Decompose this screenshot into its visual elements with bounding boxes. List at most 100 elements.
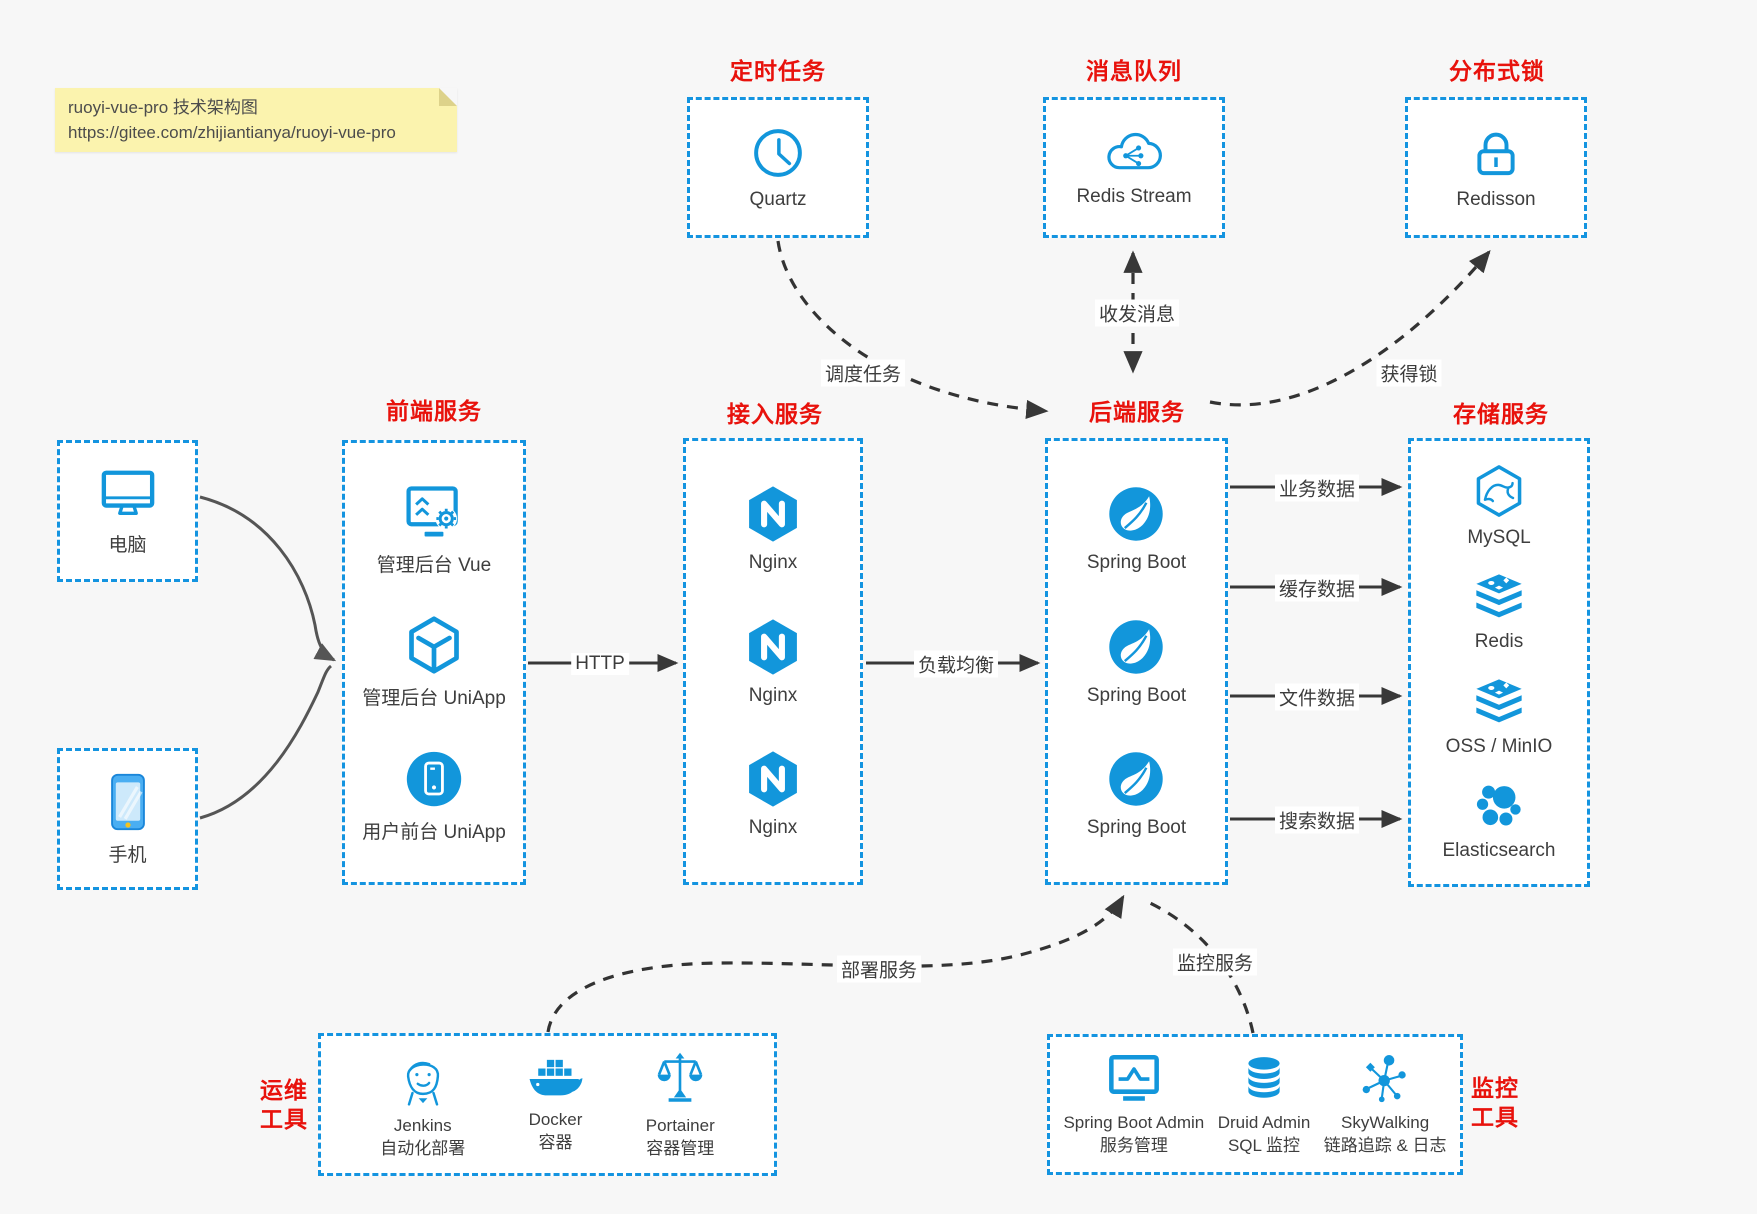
edge-label-business-data: 业务数据 bbox=[1274, 474, 1360, 502]
node-user-uniapp: 用户前台 UniApp bbox=[362, 749, 506, 844]
admin-vue-icon bbox=[406, 485, 458, 536]
node-label-line2: 服务管理 bbox=[1099, 1136, 1168, 1155]
node-label: Spring Boot bbox=[1086, 551, 1187, 573]
node-label: Redis bbox=[1474, 631, 1524, 653]
database-icon bbox=[1248, 1057, 1280, 1098]
node-label-line2: 自动化部署 bbox=[380, 1139, 466, 1158]
node-label: Redisson bbox=[1456, 188, 1536, 210]
group-title-ops-tools: 运维 工具 bbox=[260, 1076, 308, 1134]
node-skywalking: SkyWalking 链路追踪 & 日志 bbox=[1324, 1052, 1447, 1157]
node-label: SkyWalking 链路追踪 & 日志 bbox=[1324, 1111, 1447, 1157]
group-title-monitor-tools: 监控 工具 bbox=[1471, 1074, 1519, 1132]
phone-box: 手机 bbox=[57, 748, 198, 890]
edge-label-http: HTTP bbox=[571, 653, 629, 675]
node-mysql: MySQL bbox=[1467, 463, 1531, 549]
node-docker: Docker 容器 bbox=[525, 1055, 587, 1154]
node-label: 管理后台 UniApp bbox=[362, 688, 506, 709]
edge-label-load-balance: 负载均衡 bbox=[913, 650, 999, 678]
node-label: OSS / MinIO bbox=[1445, 735, 1553, 757]
node-label: Nginx bbox=[748, 817, 798, 839]
node-portainer: Portainer 容器管理 bbox=[646, 1049, 715, 1160]
node-label-line1: Spring Boot Admin bbox=[1063, 1113, 1205, 1132]
mysql-icon bbox=[1476, 465, 1522, 517]
edge-label-search-data: 搜索数据 bbox=[1274, 806, 1360, 834]
node-redisson: Redisson bbox=[1456, 125, 1536, 211]
node-label: 电脑 bbox=[108, 534, 147, 556]
node-label: Docker 容器 bbox=[529, 1108, 583, 1154]
desktop-icon bbox=[101, 470, 154, 515]
node-label-line2: SQL 监控 bbox=[1227, 1136, 1301, 1155]
node-computer: 电脑 bbox=[97, 466, 159, 557]
jenkins-icon bbox=[406, 1061, 439, 1106]
node-phone: 手机 bbox=[106, 772, 150, 867]
node-druid-admin: Druid Admin SQL 监控 bbox=[1218, 1052, 1311, 1157]
node-label: 手机 bbox=[108, 844, 147, 866]
sticky-note: ruoyi-vue-pro 技术架构图 https://gitee.com/zh… bbox=[55, 88, 457, 152]
node-label: Portainer 容器管理 bbox=[646, 1114, 715, 1160]
edge-label-cache-data: 缓存数据 bbox=[1274, 574, 1360, 602]
mobile-app-icon bbox=[406, 751, 462, 806]
node-oss-minio: OSS / MinIO bbox=[1445, 676, 1553, 758]
node-label: Redis Stream bbox=[1076, 185, 1192, 207]
ops-title-line1: 运维 bbox=[260, 1077, 308, 1103]
node-label: Spring Boot bbox=[1086, 684, 1187, 706]
spring-boot-icon bbox=[1109, 487, 1164, 541]
node-redis-stream: Redis Stream bbox=[1076, 128, 1192, 208]
group-title-scheduled-task: 定时任务 bbox=[730, 58, 826, 84]
redis-stream-box: Redis Stream bbox=[1043, 97, 1225, 238]
access-services-box: Nginx Nginx Nginx bbox=[683, 438, 863, 885]
group-title-storage: 存储服务 bbox=[1453, 401, 1549, 427]
uniapp-cube-icon bbox=[409, 616, 459, 674]
node-label-line2: 链路追踪 & 日志 bbox=[1323, 1136, 1447, 1155]
ops-title-line2: 工具 bbox=[260, 1106, 308, 1132]
node-spring-boot-3: Spring Boot bbox=[1087, 749, 1186, 839]
smartphone-icon bbox=[110, 773, 145, 830]
node-label-line1: Druid Admin bbox=[1217, 1113, 1311, 1132]
node-label-line2: 容器管理 bbox=[646, 1139, 715, 1158]
nginx-icon bbox=[749, 751, 797, 807]
node-spring-boot-admin: Spring Boot Admin 服务管理 bbox=[1063, 1052, 1204, 1157]
backend-services-box: Spring Boot Spring Boot Spring Boot bbox=[1045, 438, 1228, 885]
node-label-line2: 容器 bbox=[538, 1133, 573, 1152]
node-label: 管理后台 Vue bbox=[376, 554, 492, 576]
node-label: Elasticsearch bbox=[1442, 839, 1556, 861]
node-label: Jenkins 自动化部署 bbox=[380, 1114, 465, 1160]
docker-whale-icon bbox=[529, 1059, 582, 1096]
elasticsearch-icon bbox=[1476, 785, 1521, 826]
monitor-title-line2: 工具 bbox=[1471, 1104, 1519, 1130]
edge-acquire-lock bbox=[1209, 250, 1491, 407]
lock-icon bbox=[1477, 132, 1515, 175]
node-label-line1: Jenkins bbox=[393, 1116, 452, 1135]
group-title-access: 接入服务 bbox=[727, 401, 823, 427]
redisson-box: Redisson bbox=[1405, 97, 1587, 238]
node-label-line1: Portainer bbox=[645, 1116, 715, 1135]
group-title-frontend: 前端服务 bbox=[386, 398, 482, 424]
cloud-network-icon bbox=[1107, 132, 1162, 169]
node-nginx-3: Nginx bbox=[743, 749, 803, 839]
note-title: ruoyi-vue-pro 技术架构图 bbox=[68, 98, 258, 117]
node-label: Druid Admin SQL 监控 bbox=[1218, 1111, 1311, 1157]
spring-boot-icon bbox=[1109, 619, 1164, 674]
monitor-tools-box: Spring Boot Admin 服务管理 Druid Admin SQL 监… bbox=[1047, 1034, 1463, 1175]
monitor-chart-icon bbox=[1108, 1054, 1159, 1101]
node-spring-boot-2: Spring Boot bbox=[1087, 617, 1186, 707]
node-admin-uniapp: 管理后台 UniApp bbox=[362, 615, 506, 710]
group-title-message-queue: 消息队列 bbox=[1086, 58, 1182, 84]
scales-icon bbox=[657, 1052, 703, 1102]
node-label: 用户前台 UniApp bbox=[362, 821, 506, 843]
node-quartz: Quartz bbox=[749, 125, 807, 211]
edge-label-monitor-service: 监控服务 bbox=[1172, 948, 1258, 976]
node-spring-boot-1: Spring Boot bbox=[1087, 484, 1186, 574]
node-label: Spring Boot Admin 服务管理 bbox=[1063, 1111, 1204, 1157]
node-redis: Redis bbox=[1470, 571, 1528, 653]
monitor-title-line1: 监控 bbox=[1471, 1075, 1519, 1101]
edge-schedule-task bbox=[776, 240, 1049, 420]
edge-deploy-service bbox=[546, 894, 1125, 1033]
node-elasticsearch: Elasticsearch bbox=[1443, 780, 1556, 862]
node-label: Nginx bbox=[748, 551, 798, 573]
edge-label-send-receive-message: 收发消息 bbox=[1094, 299, 1180, 327]
edge-label-file-data: 文件数据 bbox=[1274, 683, 1360, 711]
node-jenkins: Jenkins 自动化部署 bbox=[380, 1049, 465, 1160]
node-label: MySQL bbox=[1467, 527, 1531, 549]
